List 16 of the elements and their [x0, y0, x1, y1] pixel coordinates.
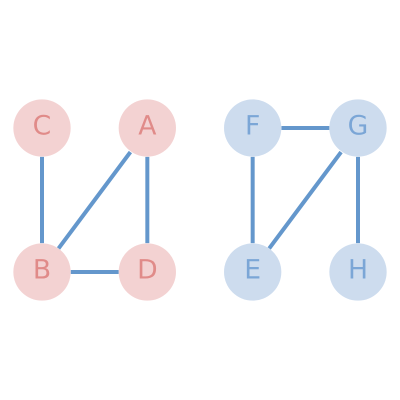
connector [281, 126, 330, 130]
node-circle: C [13, 99, 71, 157]
node-circle: A [118, 99, 176, 157]
connector [70, 270, 119, 274]
node-circle: B [13, 243, 71, 301]
node-circle: F [224, 99, 282, 157]
node-circle: E [224, 243, 282, 301]
connector [356, 156, 360, 244]
connector [56, 150, 132, 250]
connector [268, 150, 343, 250]
connector [250, 156, 255, 244]
connector [145, 156, 150, 244]
node-circle: H [329, 243, 387, 301]
connector [40, 156, 44, 244]
node-circle: D [118, 243, 176, 301]
node-circle: G [329, 99, 387, 157]
